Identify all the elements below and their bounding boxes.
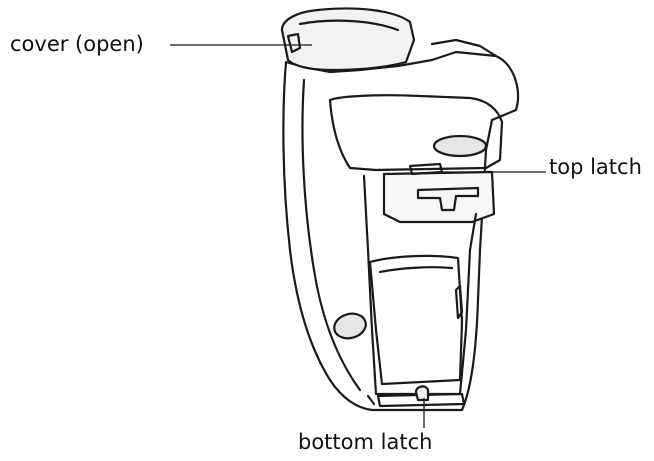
cover-label: cover (open): [10, 32, 144, 56]
cover-ridge: [298, 19, 400, 32]
lower-grip-oval: [333, 312, 367, 340]
device-shell: [282, 50, 520, 412]
bottom-latch-label: bottom latch: [298, 430, 433, 454]
top-latch-slot: [416, 186, 480, 212]
battery-window: [368, 254, 464, 386]
foot-left: [366, 394, 376, 406]
upper-housing: [328, 94, 504, 172]
cover-hinge-notch: [286, 32, 302, 54]
upper-grip-oval: [432, 134, 488, 158]
cover-flap: [280, 7, 416, 72]
cover-side-tab: [430, 38, 498, 58]
side-grip-slot: [454, 284, 464, 320]
battery-window-inner: [378, 266, 454, 274]
top-latch-label: top latch: [549, 155, 642, 179]
shell-inner-edge: [301, 78, 362, 392]
bottom-latch-base: [376, 392, 466, 408]
bottom-latch-knob: [414, 385, 430, 402]
